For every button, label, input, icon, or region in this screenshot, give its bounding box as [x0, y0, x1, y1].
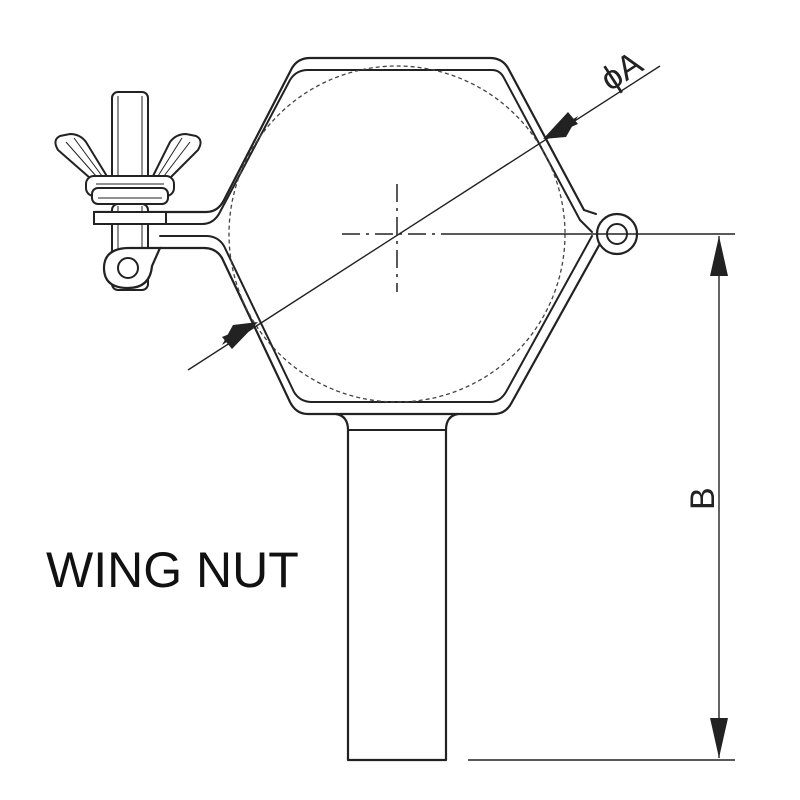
diameter-label: ϕA	[594, 44, 650, 99]
wing-nut-icon	[54, 91, 202, 205]
height-dimension	[710, 236, 728, 758]
height-label: B	[684, 487, 722, 510]
threaded-rod-icon	[334, 412, 460, 762]
diameter-dimension	[187, 65, 661, 371]
hex-band-outer	[94, 56, 604, 416]
hinge-strap	[579, 209, 597, 233]
center-mark	[342, 184, 450, 292]
hex-band-inner	[95, 69, 593, 403]
left-eye-icon	[102, 246, 162, 290]
caption-wing-nut: WING NUT	[46, 542, 299, 598]
